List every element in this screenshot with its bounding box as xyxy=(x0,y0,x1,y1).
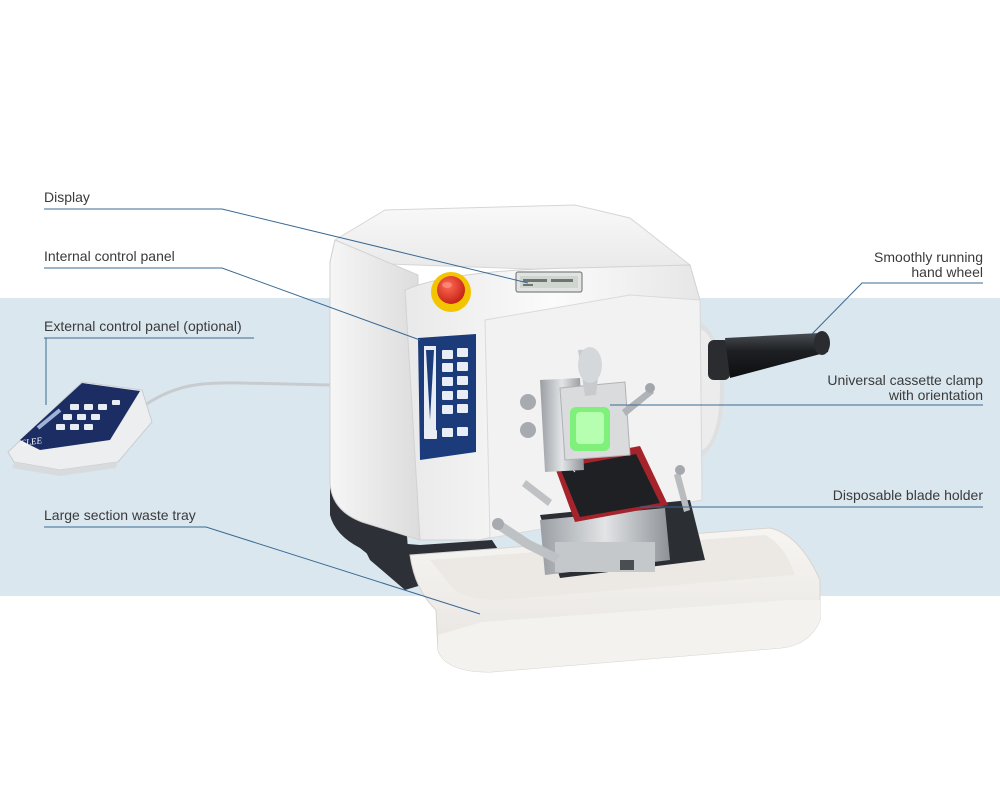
cassette-clamp xyxy=(520,347,655,472)
label-blade-holder: Disposable blade holder xyxy=(832,487,983,503)
emergency-stop-icon xyxy=(431,272,471,312)
leader-lines xyxy=(44,208,983,615)
label-internal-control-panel: Internal control panel xyxy=(44,248,175,264)
label-external-control-panel: External control panel (optional) xyxy=(44,318,242,334)
keypad-icon xyxy=(56,400,120,430)
external-control-panel: SLEE xyxy=(7,381,153,476)
label-waste-tray: Large section waste tray xyxy=(44,507,196,523)
internal-control-panel xyxy=(418,334,476,460)
leader-hand-wheel xyxy=(811,282,983,335)
label-display: Display xyxy=(44,189,90,205)
label-cassette-clamp: Universal cassette clamp with orientatio… xyxy=(827,372,983,403)
remote-cable xyxy=(144,381,331,407)
leader-display xyxy=(44,208,529,284)
remote-logo: SLEE xyxy=(21,435,43,448)
lcd-display xyxy=(515,271,583,293)
leader-waste-tray xyxy=(44,526,481,615)
leader-internal-panel xyxy=(44,267,421,341)
label-hand-wheel: Smoothly running hand wheel xyxy=(874,249,983,280)
